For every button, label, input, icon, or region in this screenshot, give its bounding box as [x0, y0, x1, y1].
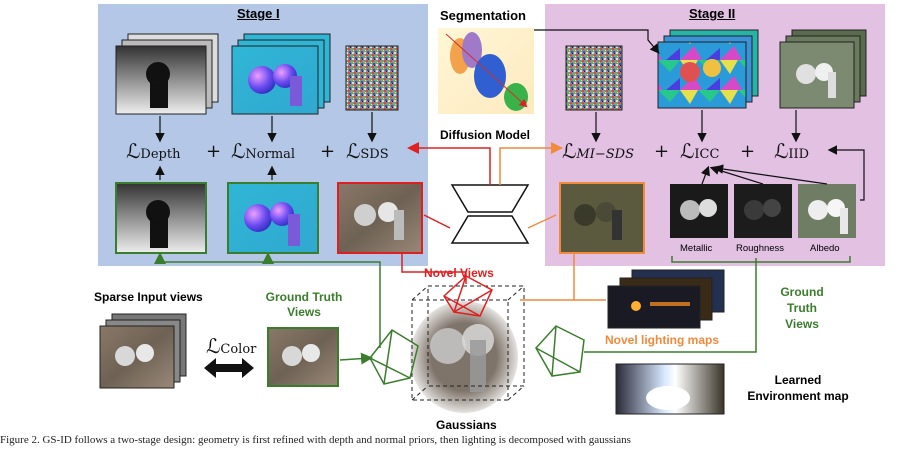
ground-truth-view: [267, 327, 339, 387]
roughness-label: Roughness: [736, 243, 785, 254]
normal-stack: [231, 33, 331, 115]
stage1-title: Stage I: [237, 6, 280, 21]
segmentation-stack: [657, 29, 759, 109]
color-loss-double-arrow: [204, 358, 254, 378]
camera-left-green: [369, 329, 419, 385]
depth-stack: [115, 33, 219, 115]
gaussians-label: Gaussians: [436, 418, 497, 432]
loss-iid: ℒIID: [774, 139, 810, 163]
novel-lighting-maps: [607, 269, 725, 329]
camera-right-green: [535, 325, 585, 377]
stage2-title: Stage II: [689, 6, 736, 21]
metallic-label: Metallic: [680, 243, 713, 254]
relit-render: [559, 182, 645, 254]
loss-depth: ℒDepth: [126, 139, 181, 163]
plus-1: +: [206, 141, 222, 162]
sparse-input-label: Sparse Input views: [94, 290, 203, 304]
metallic-map: [670, 184, 728, 238]
novel-views-label: Novel Views: [424, 266, 494, 280]
rendered-novel-view: [337, 182, 423, 254]
roughness-map: [734, 184, 792, 238]
loss-color: ℒColor: [206, 334, 257, 358]
camera-top-red: [443, 275, 493, 317]
novel-lighting-label: Novel lighting maps: [605, 333, 720, 347]
loss-sds: ℒSDS: [346, 139, 389, 163]
segmentation-title: Segmentation: [440, 8, 526, 23]
loss-mi-sds: ℒMI−SDS: [562, 139, 634, 163]
diffusion-model-label: Diffusion Model: [440, 128, 530, 142]
mi-sds-noise-image: [565, 45, 623, 111]
albedo-map: [798, 184, 856, 238]
albedo-label: Albedo: [810, 243, 840, 254]
plus-3: +: [654, 141, 670, 162]
rendered-normal: [227, 182, 319, 254]
plus-4: +: [740, 141, 756, 162]
rendered-depth: [115, 182, 207, 254]
albedo-stack: [779, 29, 867, 109]
plus-2: +: [320, 141, 336, 162]
learned-environment-map: [615, 363, 725, 415]
gaussians-bounding-cube: [411, 285, 525, 401]
diffusion-model-icon: [450, 184, 530, 244]
sparse-input-stack: [99, 313, 187, 389]
segmentation-image: [438, 28, 534, 114]
gaussians-cloud: [410, 301, 518, 413]
loss-icc: ℒICC: [680, 139, 720, 163]
figure-caption: Figure 2. GS-ID follows a two-stage desi…: [0, 434, 631, 446]
loss-normal: ℒNormal: [231, 139, 296, 163]
sds-noise-image: [345, 45, 399, 111]
